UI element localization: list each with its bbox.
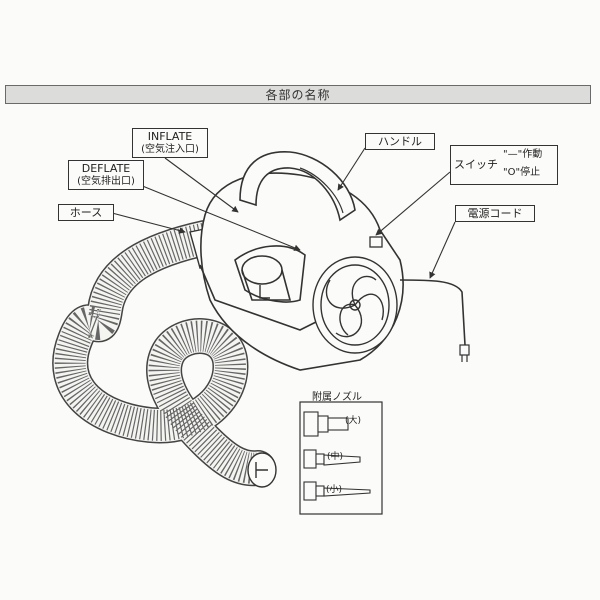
section-header: 各部の名称 <box>5 85 591 104</box>
inflate-label: INFLATE (空気注入口) <box>132 128 208 158</box>
handle <box>239 151 356 222</box>
switch-on: "—"作動 <box>503 149 543 160</box>
inflate-title: INFLATE <box>147 130 193 143</box>
nozzle-medium-label: (中) <box>327 452 344 462</box>
switch-prefix: スイッチ <box>454 158 498 171</box>
power-cord <box>399 279 466 346</box>
hose <box>52 220 276 487</box>
switch-label: スイッチ "—"作動 "O"停止 <box>450 145 558 185</box>
nozzle-medium <box>303 449 361 469</box>
inflate-sub: (空気注入口) <box>141 144 199 155</box>
deflate-sub: (空気排出口) <box>77 176 135 187</box>
nozzle-small-label: (小) <box>326 485 343 495</box>
leader-lines <box>111 147 456 279</box>
nozzle-box <box>299 401 383 515</box>
handle-label: ハンドル <box>365 133 435 150</box>
switch <box>369 236 383 248</box>
switch-off: "O"停止 <box>503 167 541 178</box>
nozzle-large-label: (大) <box>345 416 362 426</box>
fan-grille <box>312 256 398 354</box>
deflate-title: DEFLATE <box>81 162 131 175</box>
hose-label: ホース <box>58 204 114 221</box>
nozzle-small <box>303 481 371 501</box>
power-cord-label: 電源コード <box>455 205 535 222</box>
nozzle-title: 附属ノズル <box>312 392 362 403</box>
deflate-label: DEFLATE (空気排出口) <box>68 160 144 190</box>
hose-end-connector <box>247 452 277 488</box>
section-title: 各部の名称 <box>265 88 331 102</box>
plug <box>459 344 470 362</box>
nozzle-large <box>303 411 349 437</box>
